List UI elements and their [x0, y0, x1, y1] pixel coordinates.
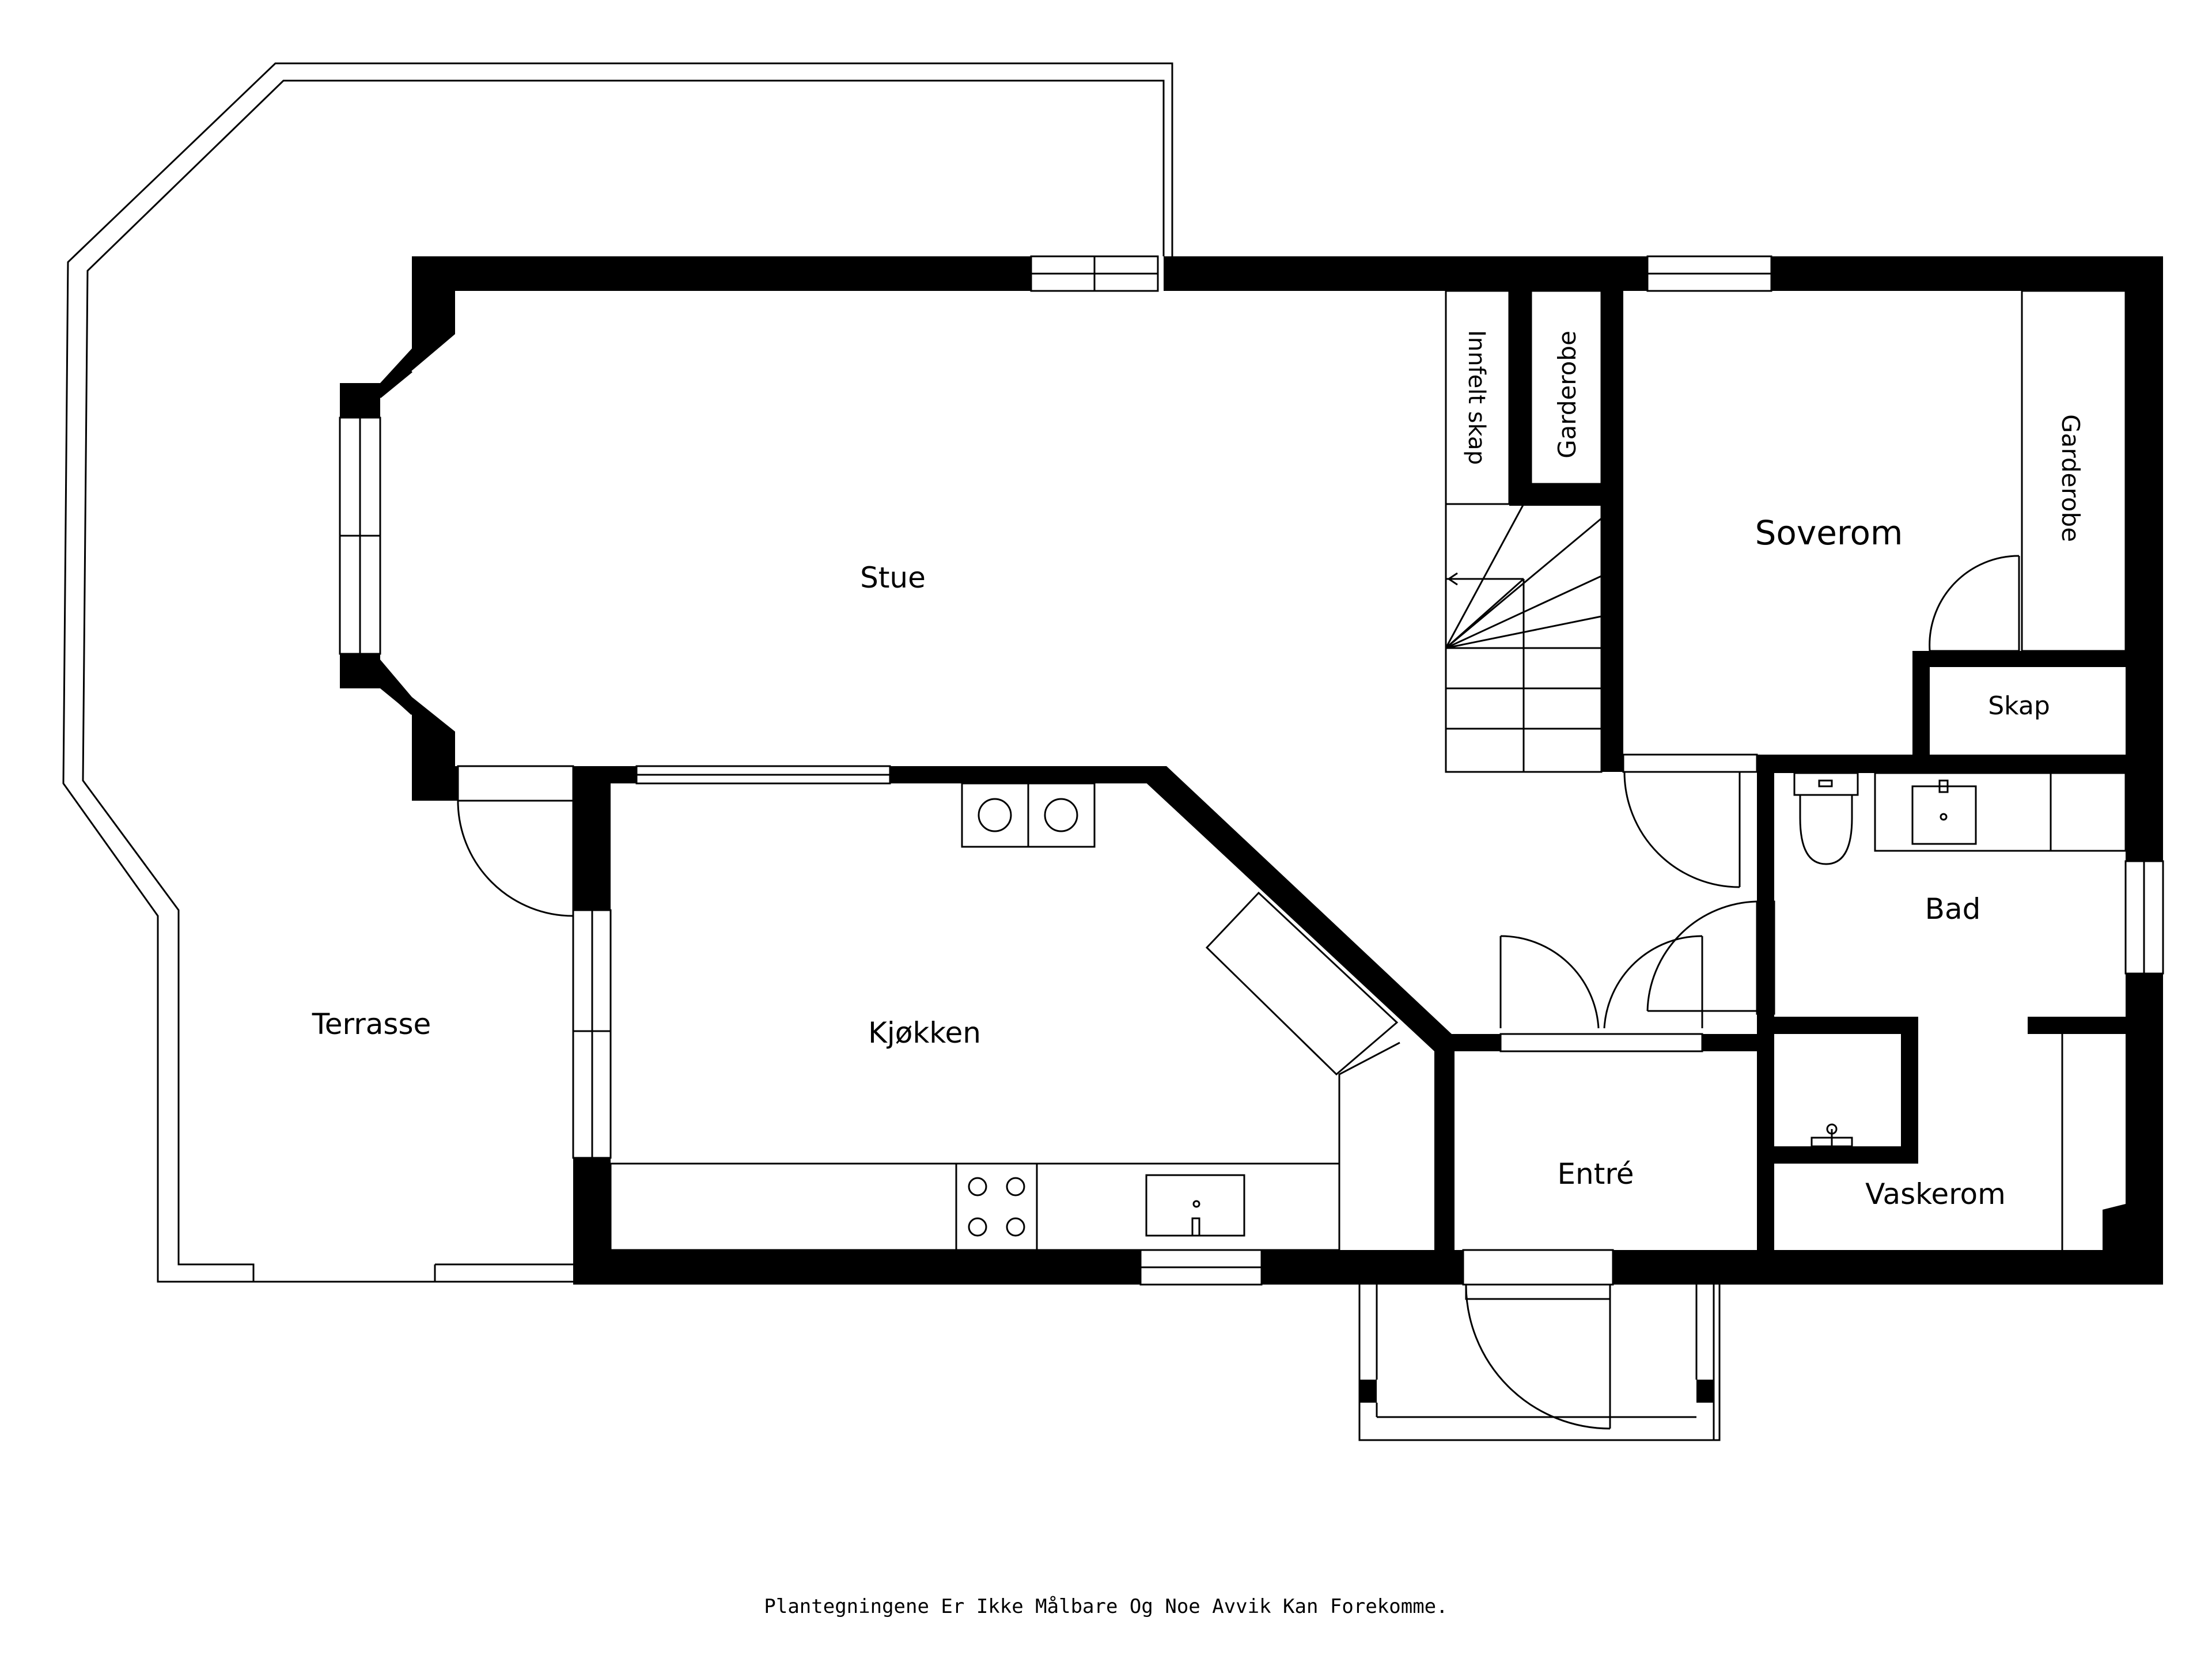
label-garderobe-right: Garderobe [2056, 414, 2085, 542]
label-soverom: Soverom [1755, 513, 1903, 552]
label-vaskerom: Vaskerom [1865, 1177, 2006, 1211]
terrace-outline-inner [82, 79, 1165, 1282]
label-stue: Stue [860, 561, 926, 594]
label-garderobe-left: Garderobe [1553, 331, 1581, 459]
fixtures [379, 290, 2127, 1441]
terrace-outline-outer [62, 62, 1173, 1283]
label-entre: Entré [1557, 1157, 1634, 1191]
walls [340, 256, 2163, 1403]
label-terrasse: Terrasse [312, 1007, 431, 1041]
label-bad: Bad [1925, 892, 1981, 926]
disclaimer: Plantegningene Er Ikke Målbare Og Noe Av… [764, 1595, 1448, 1618]
label-kjokken: Kjøkken [868, 1016, 981, 1050]
label-innfelt-skap: Innfelt skap [1463, 330, 1490, 465]
windows [339, 255, 2164, 1286]
label-skap: Skap [1988, 691, 2050, 721]
